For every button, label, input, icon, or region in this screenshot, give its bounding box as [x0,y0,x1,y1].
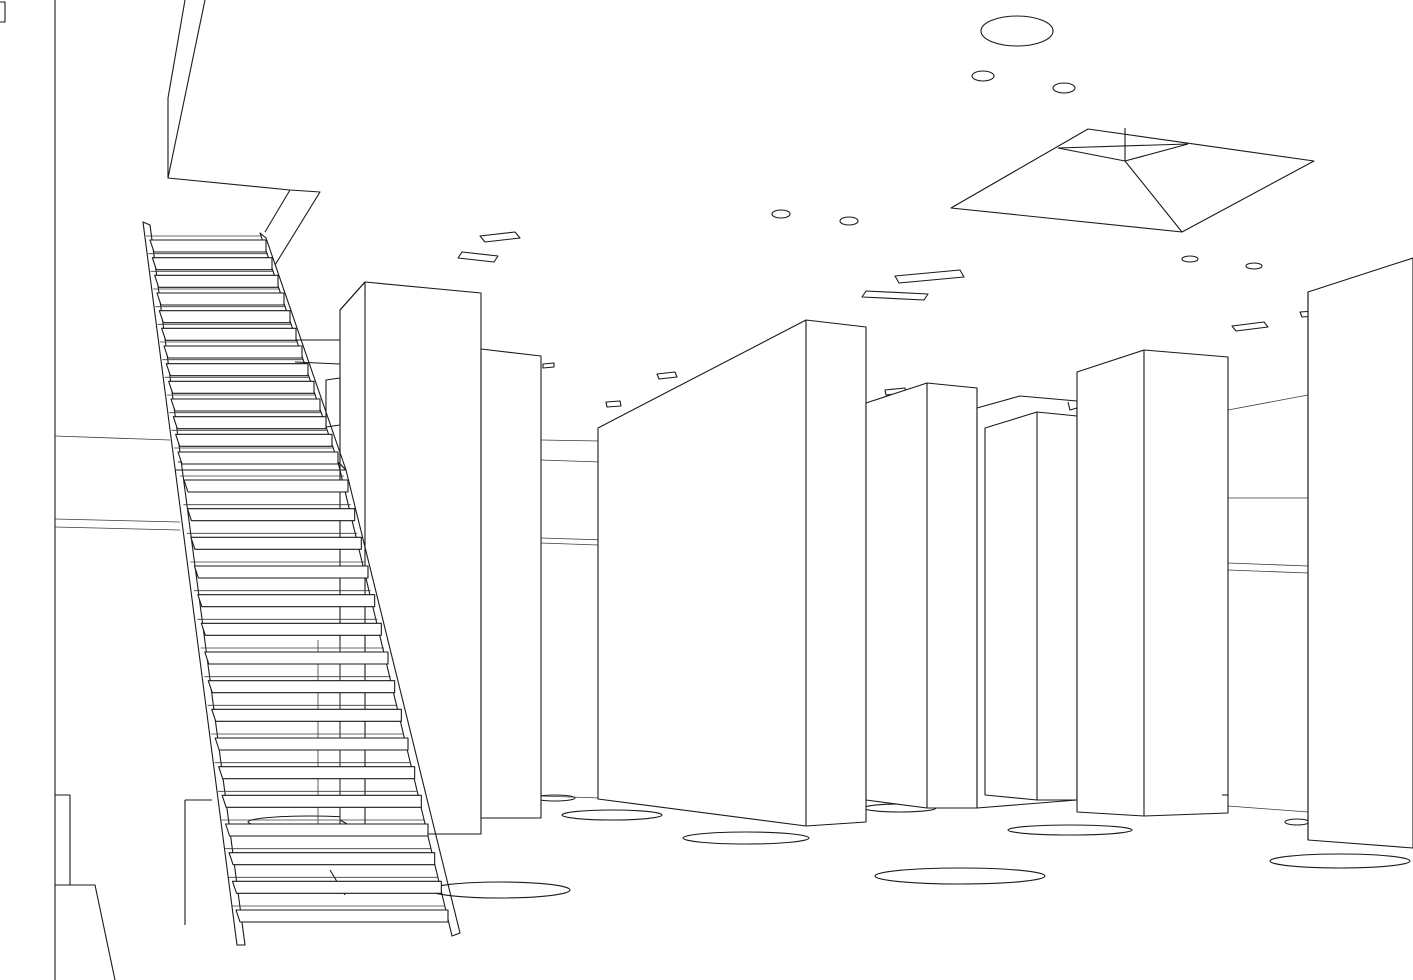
column [865,382,978,809]
stair-tread [193,565,369,579]
stair-tread [161,327,297,341]
stair-tread [172,416,327,430]
round-ceiling-light [980,15,1054,47]
stair-tread [190,536,362,550]
stair-tread [186,508,356,522]
round-ceiling-light [1181,255,1199,263]
stair-tread [225,823,429,837]
stair-tread [235,909,449,923]
stair-tread [228,852,436,866]
stair-tread [163,345,303,359]
stair-tread [151,257,273,271]
column [1076,349,1229,817]
skylight [950,128,1315,233]
stair-tread [218,766,416,780]
staircase [142,221,461,946]
stair-tread [168,380,315,394]
stair-tread [156,292,285,306]
column [480,348,542,819]
stair-tread [211,708,402,722]
linear-ceiling-light [479,231,521,243]
stair-tread [170,398,321,412]
round-ceiling-light [971,70,995,82]
stair-tread [175,433,333,447]
linear-ceiling-light [894,269,965,284]
linear-ceiling-light [656,371,678,380]
stair-tread [221,794,422,808]
stair-tread [154,274,279,288]
ceiling-lights [457,15,1333,408]
stair-treads-upper [146,235,339,465]
corner-mark [0,1,6,23]
stair-tread [158,310,291,324]
stair-tread [231,880,442,894]
column [976,395,1078,809]
linear-ceiling-light [1231,321,1269,332]
left-wall [54,0,116,980]
round-ceiling-light [1052,82,1076,94]
stair-tread [207,680,396,694]
stair-tread [149,239,267,253]
linear-ceiling-light [542,362,555,369]
round-ceiling-light [1245,262,1263,270]
stair-tread [197,594,376,608]
column [1307,257,1413,849]
stair-tread [204,651,389,665]
round-ceiling-light [771,209,791,219]
linear-ceiling-light [605,400,622,408]
stair-tread [177,451,339,465]
stair-treads-lower [180,475,449,923]
stair-tread [165,363,309,377]
stair-tread [183,479,349,493]
column [325,281,482,835]
stair-stringer [142,221,246,946]
stair-tread [200,622,382,636]
round-ceiling-light [839,216,859,226]
stair-tread [214,737,409,751]
linear-ceiling-light [861,290,929,301]
ceiling-opening-beam [167,0,321,266]
wall-panel [597,319,867,827]
linear-ceiling-light [457,251,499,263]
